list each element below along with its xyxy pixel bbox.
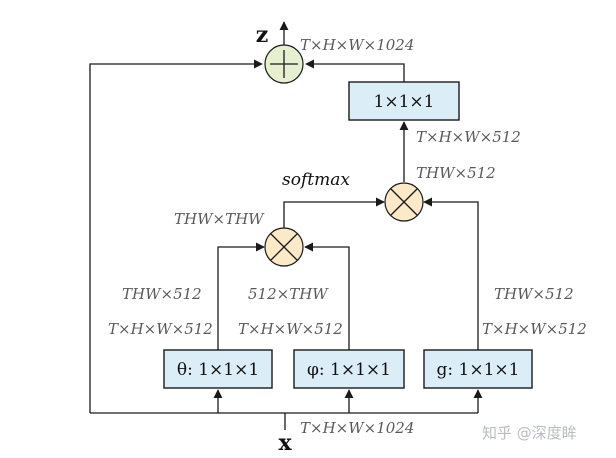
output-node-label: z [256, 22, 269, 48]
theta-box: θ: 1×1×1 [163, 349, 273, 389]
attn-to-agg-line [283, 197, 385, 228]
out-in-shape-label: T×H×W×512 [416, 128, 521, 146]
theta-in-label: T×H×W×512 [108, 320, 213, 338]
phi-box: φ: 1×1×1 [293, 349, 405, 389]
residual-add-node [264, 44, 304, 84]
g-in-label: T×H×W×512 [482, 320, 587, 338]
agg-shape-label: THW×512 [416, 164, 496, 182]
out-to-add-line [305, 59, 405, 82]
attn-shape-label: THW×THW [174, 210, 265, 228]
g-to-agg-line [423, 197, 479, 350]
softmax-label: softmax [282, 170, 350, 190]
phi-box-label: φ: 1×1×1 [307, 360, 391, 380]
residual-skip-line [89, 59, 263, 413]
connections [89, 21, 483, 430]
aggregation-multiply-node [384, 182, 424, 222]
g-box-label: g: 1×1×1 [437, 360, 520, 380]
z-shape-label: T×H×W×1024 [300, 36, 414, 54]
attention-multiply-node [264, 227, 304, 267]
theta-to-mul-line [217, 242, 265, 350]
watermark-text: 知乎 @深度眸 [482, 424, 577, 442]
input-node-label: x [278, 430, 292, 456]
theta-box-label: θ: 1×1×1 [177, 360, 259, 380]
phi-to-mul-line [304, 242, 350, 350]
output-box-label: 1×1×1 [374, 92, 435, 112]
x-shape-label: T×H×W×1024 [300, 419, 414, 437]
g-reshaped-label: THW×512 [494, 285, 574, 303]
g-box: g: 1×1×1 [423, 349, 533, 389]
theta-reshaped-label: THW×512 [122, 285, 202, 303]
phi-reshaped-label: 512×THW [248, 285, 329, 303]
output-box: 1×1×1 [348, 81, 460, 121]
phi-in-label: T×H×W×512 [238, 320, 343, 338]
